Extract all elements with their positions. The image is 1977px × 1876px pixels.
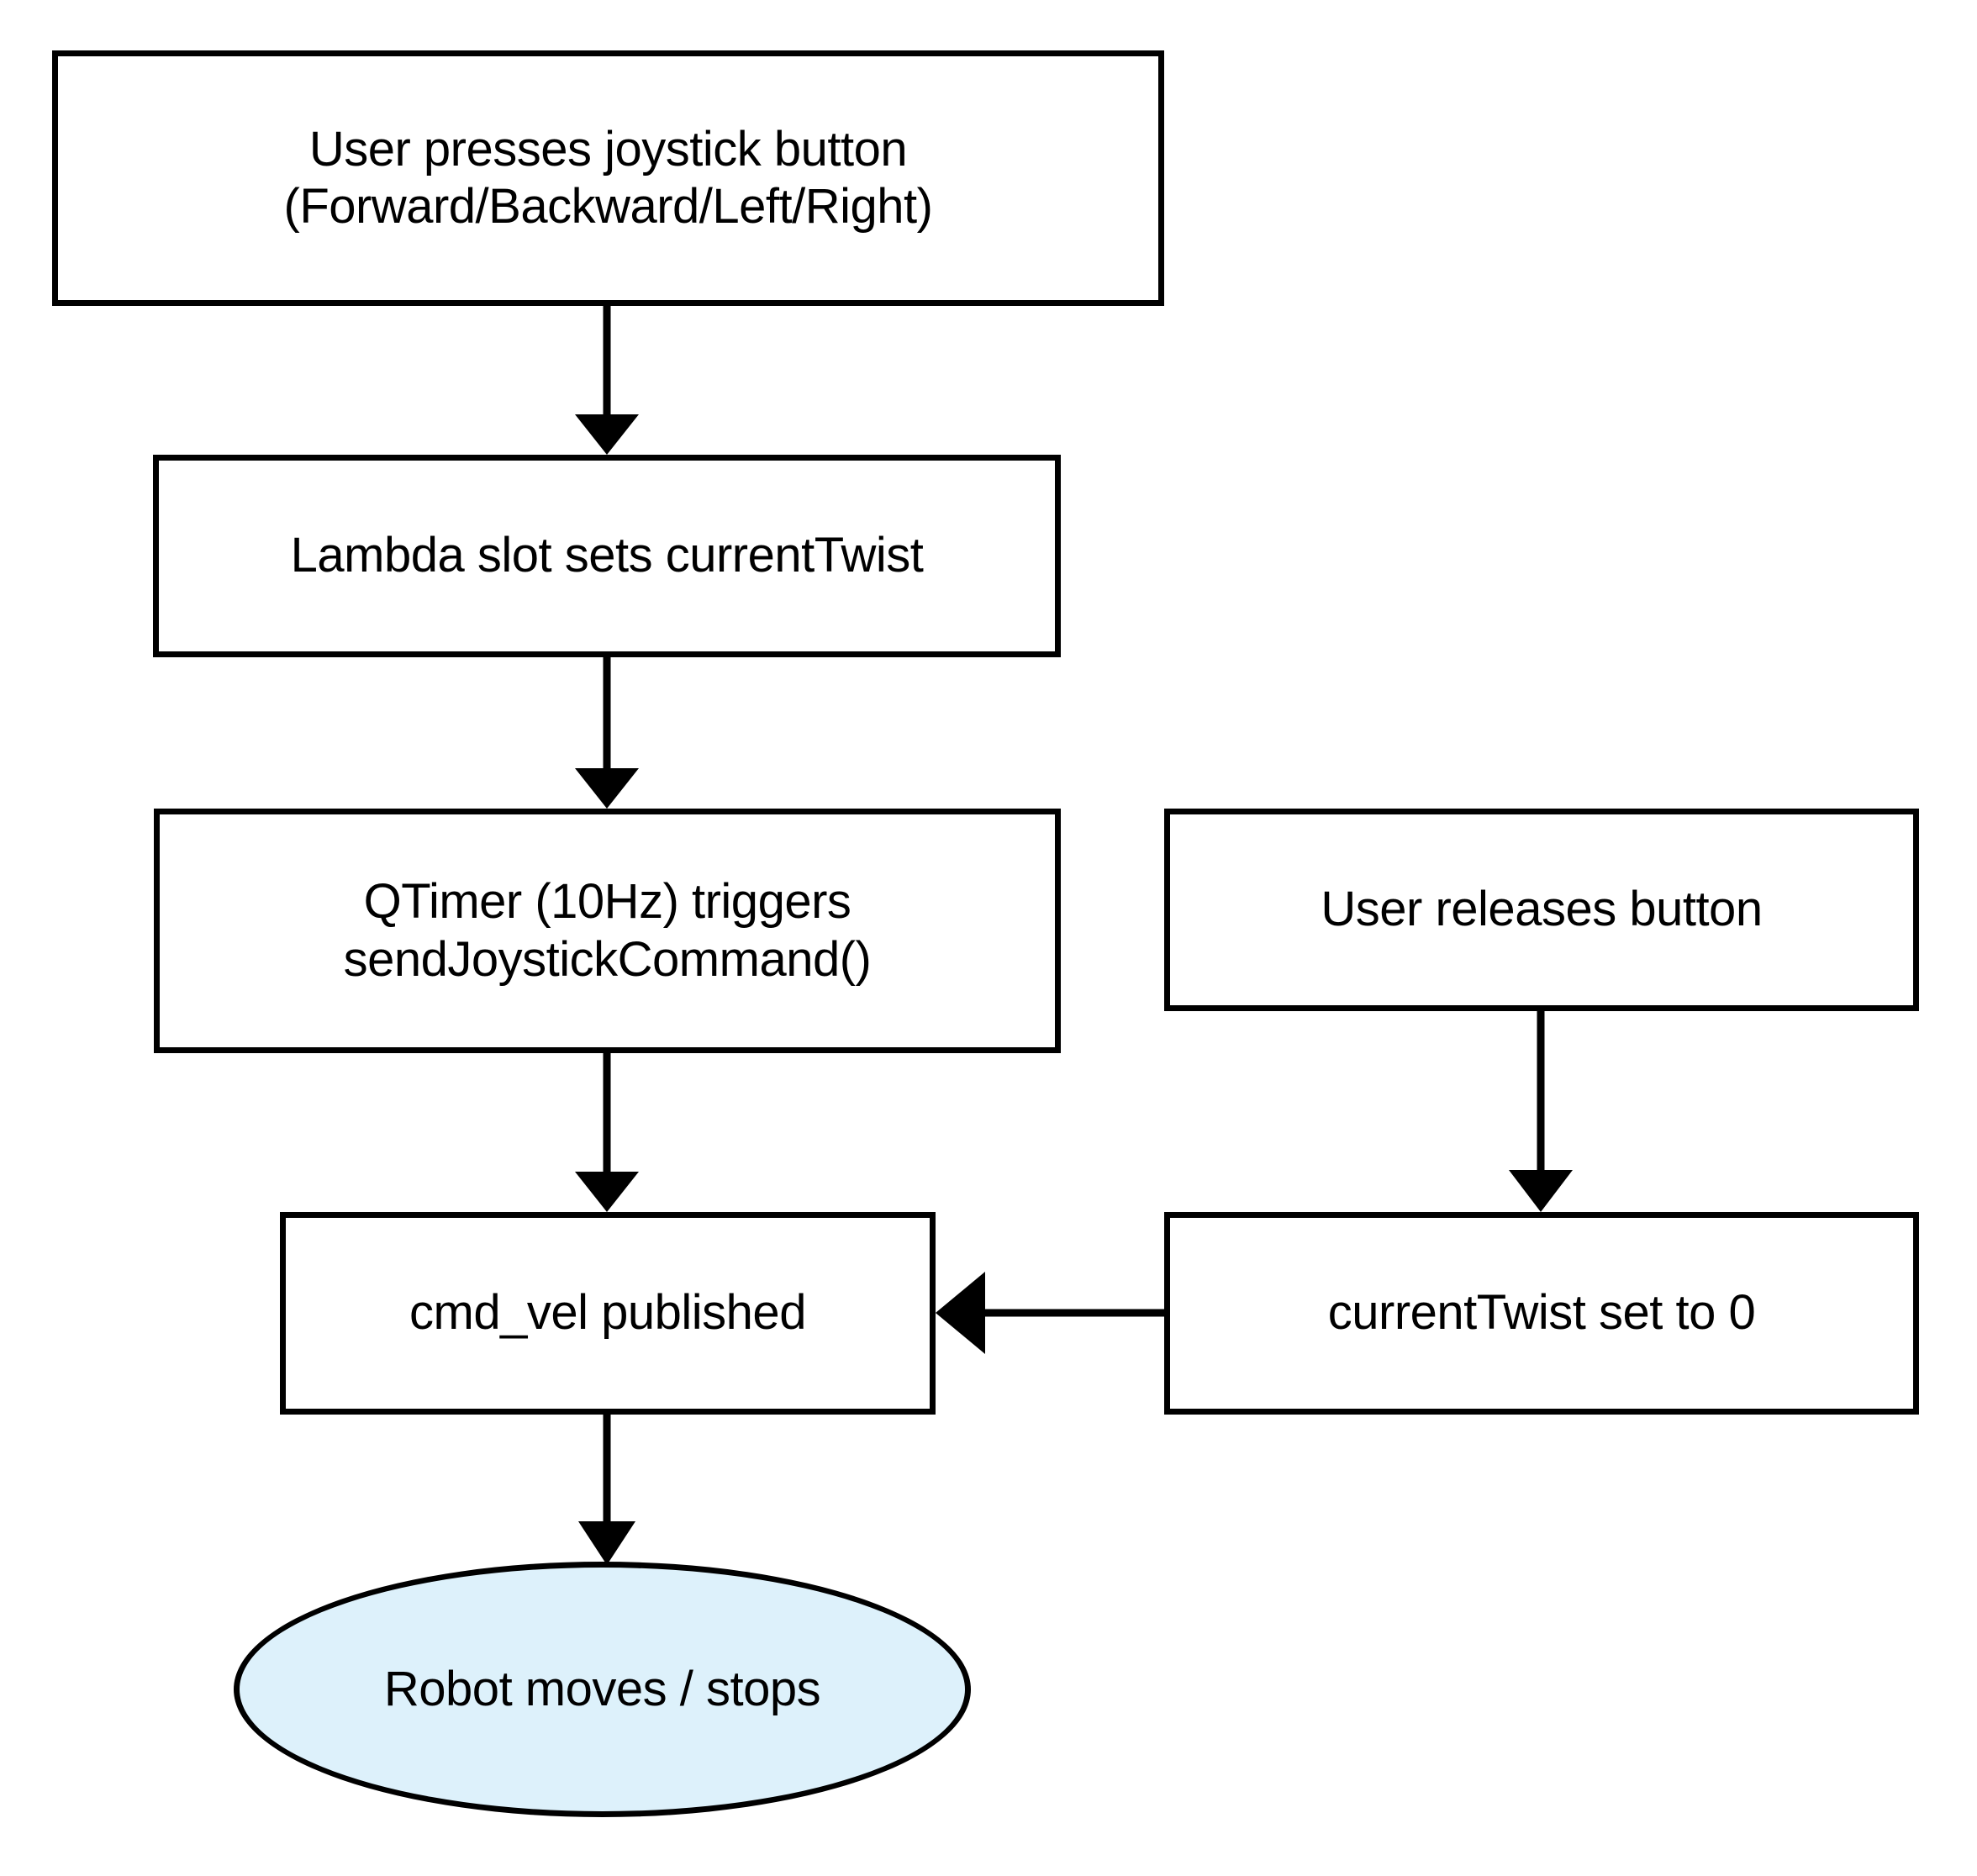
node-qtimer-triggers-sendjoystickcommand[interactable]: QTimer (10Hz) triggers sendJoystickComma… — [154, 809, 1061, 1053]
node-label: cmd_vel published — [409, 1285, 806, 1341]
edge-lambda-to-qtimer — [575, 657, 639, 809]
node-label: Robot moves / stops — [383, 1661, 821, 1716]
node-label: QTimer (10Hz) triggers sendJoystickComma… — [343, 874, 872, 987]
node-label: Lambda slot sets currentTwist — [290, 528, 924, 583]
node-user-presses-joystick-button[interactable]: User presses joystick button (Forward/Ba… — [52, 50, 1164, 306]
node-label: currentTwist set to 0 — [1327, 1285, 1756, 1341]
node-lambda-slot-sets-currenttwist[interactable]: Lambda slot sets currentTwist — [153, 455, 1061, 657]
node-label: User releases button — [1321, 882, 1763, 937]
node-currenttwist-set-to-0[interactable]: currentTwist set to 0 — [1164, 1212, 1919, 1415]
node-cmd-vel-published[interactable]: cmd_vel published — [280, 1212, 936, 1415]
node-user-releases-button[interactable]: User releases button — [1164, 809, 1919, 1011]
edge-qtimer-to-cmdvel — [575, 1053, 639, 1212]
edge-zero-to-cmdvel — [936, 1272, 1164, 1354]
node-robot-moves-stops[interactable]: Robot moves / stops — [234, 1562, 971, 1817]
node-label: User presses joystick button (Forward/Ba… — [283, 121, 933, 234]
edge-release-to-zero — [1509, 1011, 1573, 1212]
edge-cmdvel-to-robot — [578, 1415, 635, 1565]
edge-press-to-lambda — [575, 306, 639, 455]
